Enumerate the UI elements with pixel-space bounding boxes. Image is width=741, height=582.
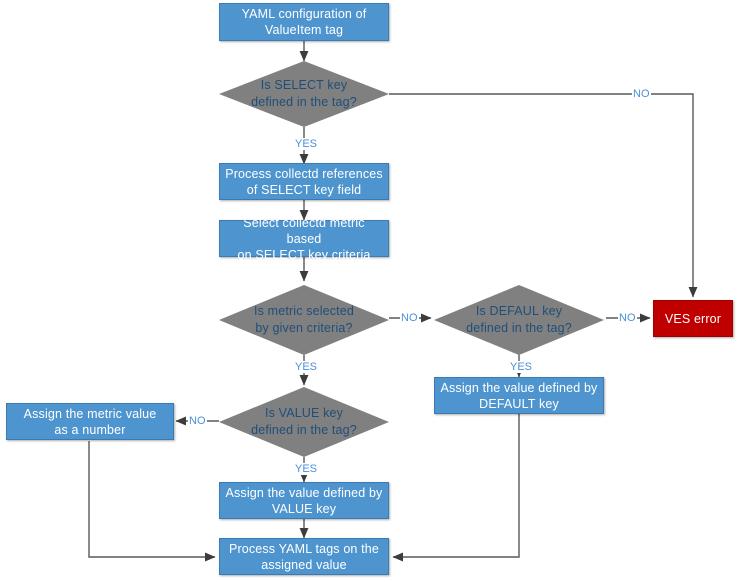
- node-text-line: Process collectd references: [225, 166, 383, 181]
- edge-label-default-no: NO: [618, 312, 637, 324]
- node-yaml-configuration-start[interactable]: YAML configuration of ValueItem tag: [219, 3, 389, 41]
- edge-label-default-yes: YES: [509, 361, 534, 373]
- node-text-line: Is DEFAUL key: [475, 304, 563, 318]
- node-text-line: ValueItem tag: [264, 23, 344, 37]
- node-text-line: DEFAULT key: [479, 396, 559, 411]
- edge-select-no-to-ves-error: [389, 93, 698, 298]
- node-process-collectd-references[interactable]: Process collectd references of SELECT ke…: [219, 163, 389, 200]
- node-assign-default-value-text: Assign the value defined by DEFAULT key: [435, 380, 603, 412]
- node-assign-metric-value-number-text: Assign the metric value as a number: [7, 406, 173, 438]
- node-text-line: Is VALUE key: [265, 406, 343, 420]
- node-yaml-configuration-start-text: YAML configuration of ValueItem tag: [220, 6, 388, 38]
- node-process-yaml-tags-text: Process YAML tags on the assigned value: [220, 541, 388, 573]
- node-text-line: Assign the value defined by: [225, 485, 383, 500]
- node-text-line: defined in the tag?: [251, 95, 357, 109]
- node-decision-value-key[interactable]: Is VALUE key defined in the tag?: [219, 387, 389, 457]
- node-text-line: Assign the metric value: [23, 406, 157, 421]
- edge-assign-number-to-process-yaml: [88, 441, 216, 562]
- edge-label-value-yes: YES: [294, 463, 319, 475]
- node-decision-metric-selected-text: Is metric selected by given criteria?: [219, 303, 389, 337]
- node-text-line: defined in the tag?: [466, 321, 572, 335]
- node-assign-metric-value-number[interactable]: Assign the metric value as a number: [6, 403, 174, 440]
- node-process-yaml-tags[interactable]: Process YAML tags on the assigned value: [219, 538, 389, 575]
- node-decision-select-key[interactable]: Is SELECT key defined in the tag?: [219, 61, 389, 127]
- node-assign-value-key[interactable]: Assign the value defined by VALUE key: [219, 482, 389, 519]
- node-text-line: by given criteria?: [255, 321, 353, 335]
- node-select-collectd-metric[interactable]: Select collectd metric based on SELECT k…: [219, 216, 389, 262]
- node-text-line: Assign the value defined by: [440, 380, 598, 395]
- node-text-line: as a number: [54, 422, 126, 437]
- edge-label-select-no: NO: [632, 88, 651, 100]
- node-decision-value-key-text: Is VALUE key defined in the tag?: [219, 405, 389, 439]
- node-decision-default-key-text: Is DEFAUL key defined in the tag?: [434, 303, 604, 337]
- node-text-line: Select collectd metric based: [243, 215, 365, 246]
- node-select-collectd-metric-text: Select collectd metric based on SELECT k…: [220, 215, 388, 263]
- node-decision-select-key-text: Is SELECT key defined in the tag?: [219, 77, 389, 111]
- node-text-line: of SELECT key field: [246, 182, 362, 197]
- node-ves-error-text: VES error: [654, 311, 732, 327]
- edge-label-metric-no: NO: [400, 312, 419, 324]
- node-text-line: on SELECT key criteria: [237, 247, 371, 262]
- node-ves-error[interactable]: VES error: [653, 300, 733, 337]
- node-text-line: Process YAML tags on the: [229, 541, 379, 556]
- node-text-line: defined in the tag?: [251, 423, 357, 437]
- edge-label-select-yes: YES: [294, 138, 319, 150]
- node-assign-value-key-text: Assign the value defined by VALUE key: [220, 485, 388, 517]
- node-text-line: Is metric selected: [254, 304, 354, 318]
- node-text-line: Is SELECT key: [260, 78, 348, 92]
- node-decision-default-key[interactable]: Is DEFAUL key defined in the tag?: [434, 285, 604, 355]
- edge-assign-default-to-process-yaml: [392, 413, 520, 562]
- node-text-line: VALUE key: [271, 501, 337, 516]
- node-decision-metric-selected[interactable]: Is metric selected by given criteria?: [219, 285, 389, 355]
- node-assign-default-value[interactable]: Assign the value defined by DEFAULT key: [434, 377, 604, 414]
- node-text-line: YAML configuration of: [241, 7, 367, 21]
- node-text-line: assigned value: [261, 557, 347, 572]
- node-text-line: VES error: [664, 311, 722, 326]
- edge-label-metric-yes: YES: [294, 361, 319, 373]
- edge-label-value-no: NO: [188, 415, 207, 427]
- node-process-collectd-references-text: Process collectd references of SELECT ke…: [220, 166, 388, 198]
